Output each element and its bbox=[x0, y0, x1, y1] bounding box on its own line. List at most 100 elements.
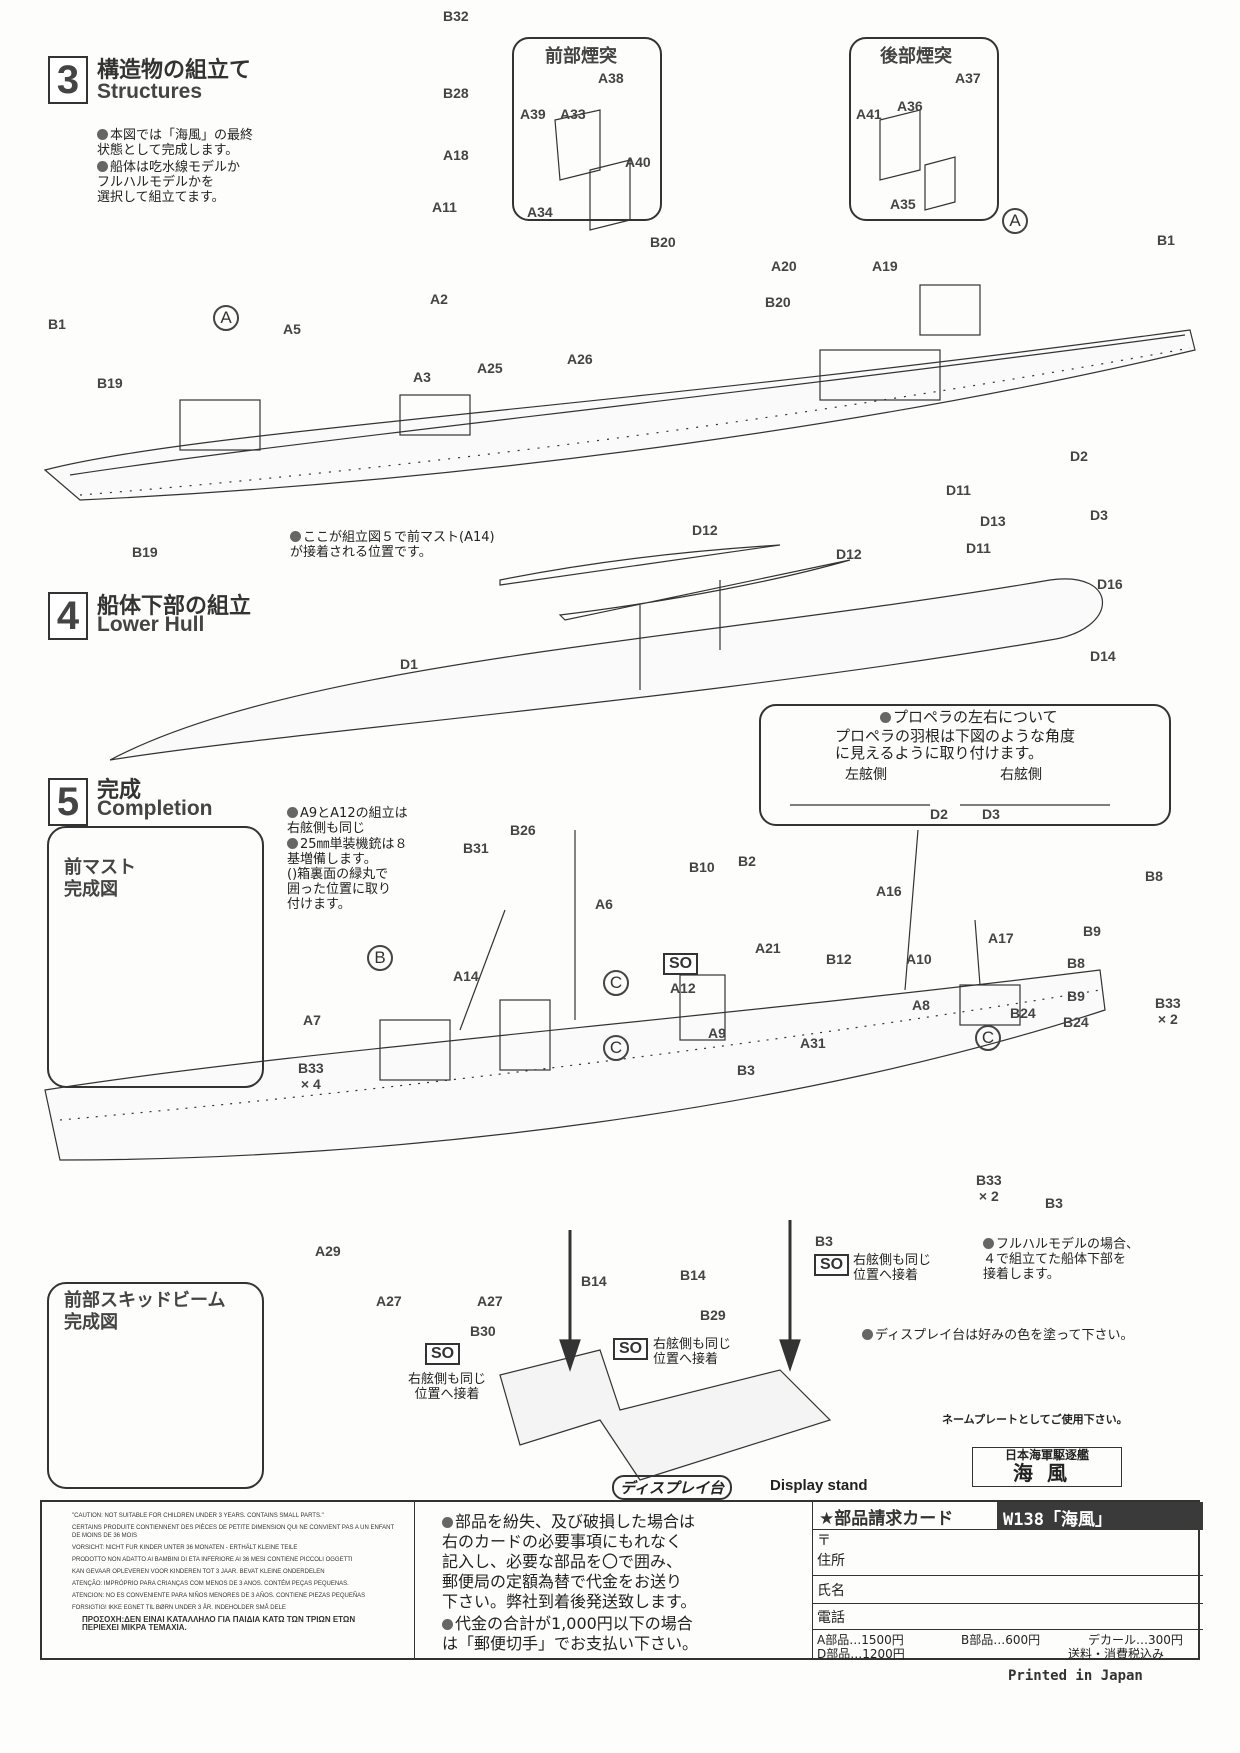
step-3-note-1: 本図では「海風」の最終 状態として完成します。 bbox=[97, 128, 254, 158]
part-label: D2 bbox=[930, 806, 948, 822]
ship-hull-upper bbox=[43, 329, 1196, 501]
part-label: B9 bbox=[1083, 923, 1101, 939]
part-label: B24 bbox=[1063, 1014, 1089, 1030]
safety-caution: "CAUTION: NOT SUITABLE FOR CHILDREN UNDE… bbox=[72, 1512, 402, 1636]
part-label: A38 bbox=[598, 70, 624, 86]
part-label: A27 bbox=[376, 1293, 402, 1309]
part-label: A27 bbox=[477, 1293, 503, 1309]
part-label: D16 bbox=[1097, 576, 1123, 592]
part-label: B1 bbox=[1157, 232, 1175, 248]
bullet-icon bbox=[97, 161, 108, 172]
part-label: A26 bbox=[567, 351, 593, 367]
caution-line: ATENCION: NO ES CONVENIENTE PARA NIÑOS M… bbox=[72, 1593, 366, 1599]
card-model: W138「海風」 bbox=[997, 1502, 1203, 1530]
gun-turret-aft bbox=[919, 284, 981, 336]
bullet-icon bbox=[287, 838, 298, 849]
part-label: B14 bbox=[581, 1273, 607, 1289]
part-label: A29 bbox=[315, 1243, 341, 1259]
step-4-number: 4 bbox=[48, 592, 88, 640]
step-4-title-jp: 船体下部の組立 bbox=[97, 594, 252, 619]
part-label: B1 bbox=[48, 316, 66, 332]
so-note: 右舷側も同じ 位置へ接着 bbox=[653, 1337, 732, 1367]
bullet-icon bbox=[97, 129, 108, 140]
part-label: B3 bbox=[815, 1233, 833, 1249]
price-d: D部品…1200円 bbox=[817, 1647, 905, 1661]
skid-beam-detail-box bbox=[47, 1282, 264, 1489]
part-label: B19 bbox=[97, 375, 123, 391]
nameplate-line-1: 日本海軍駆逐艦 bbox=[1004, 1448, 1089, 1462]
part-label: A35 bbox=[890, 196, 916, 212]
display-stand bbox=[499, 1349, 832, 1481]
part-label: A8 bbox=[912, 997, 930, 1013]
nameplate: 日本海軍駆逐艦 海風 bbox=[972, 1447, 1122, 1487]
address-label: 住所 bbox=[817, 1553, 845, 1569]
price-b: B部品…600円 bbox=[961, 1633, 1041, 1647]
caution-greek: ΠΡΟΣΟΧΗ:ΔΕΝ ΕΙΝΑΙ ΚΑΤΑΛΛΗΛΟ ΓΙΑ ΠΑΙΔΙΑ Κ… bbox=[82, 1615, 356, 1632]
address-field[interactable]: 〒 住所 bbox=[813, 1530, 1203, 1576]
printed-in-japan: Printed in Japan bbox=[1008, 1668, 1143, 1684]
part-label: A17 bbox=[988, 930, 1014, 946]
step-5-title-jp: 完成 bbox=[97, 778, 142, 803]
step-3-number: 3 bbox=[48, 56, 88, 104]
part-label: A37 bbox=[955, 70, 981, 86]
foremast-detail-box bbox=[47, 826, 264, 1088]
phone-field[interactable]: 電話 bbox=[813, 1604, 1203, 1630]
fullhull-note: フルハルモデルの場合、 ４で組立てた船体下部を 接着します。 bbox=[983, 1237, 1140, 1282]
step-3-title-en: Structures bbox=[97, 80, 203, 103]
part-label: A31 bbox=[800, 1035, 826, 1051]
caution-line: FORSIGTIG! IKKE EGNET TIL BØRN UNDER 3 Å… bbox=[72, 1605, 286, 1611]
part-label: A14 bbox=[453, 968, 479, 984]
part-label: A36 bbox=[897, 98, 923, 114]
port-side-label: 左舷側 bbox=[845, 767, 887, 783]
caution-line: "CAUTION: NOT SUITABLE FOR CHILDREN UNDE… bbox=[72, 1513, 324, 1519]
callout-a: A bbox=[1002, 208, 1028, 234]
divider bbox=[414, 1502, 415, 1658]
nameplate-note: ネームプレートとしてご使用下さい。 bbox=[942, 1413, 1128, 1426]
part-label: B20 bbox=[765, 294, 791, 310]
bullet-icon bbox=[880, 712, 891, 723]
front-funnel-box bbox=[512, 37, 662, 221]
part-label: B24 bbox=[1010, 1005, 1036, 1021]
caution-line: CERTAINS PRODUITE CONTIENNENT DES PIÈCES… bbox=[72, 1525, 395, 1539]
callout-b: B bbox=[367, 945, 393, 971]
part-label: A20 bbox=[771, 258, 797, 274]
parts-notice: 部品を紛失、及び破損した場合は 右のカードの必要事項にもれなく 記入し、必要な部… bbox=[442, 1512, 697, 1611]
part-label: A41 bbox=[856, 106, 882, 122]
rear-funnel-title: 後部煙突 bbox=[880, 46, 952, 67]
part-label: D11 bbox=[946, 482, 971, 498]
step-5-note-2: 25㎜単装機銃は８ 基増備します。 ()箱裏面の緑丸で 囲った位置に取り 付けま… bbox=[287, 837, 408, 912]
part-label: B12 bbox=[826, 951, 852, 967]
rear-funnel-box bbox=[849, 37, 999, 221]
parts-notice-2: 代金の合計が1,000円以下の場合 は「郵便切手」でお支払い下さい。 bbox=[442, 1614, 699, 1653]
so-badge: SO bbox=[814, 1254, 850, 1276]
part-label: B20 bbox=[650, 234, 676, 250]
part-label: B31 bbox=[463, 840, 489, 856]
propeller-note-title: プロペラの左右について bbox=[880, 709, 1058, 726]
part-label: A11 bbox=[432, 199, 457, 215]
bilge-keel bbox=[558, 559, 851, 621]
part-label: A33 bbox=[560, 106, 586, 122]
caution-line: PRODOTTO NON ADATTO AI BAMBINI DI ETA IN… bbox=[72, 1557, 353, 1563]
part-label: D2 bbox=[1070, 448, 1088, 464]
price-a: A部品…1500円 bbox=[817, 1633, 904, 1647]
ship-hull-complete bbox=[44, 969, 1106, 1161]
part-label: B10 bbox=[689, 859, 715, 875]
part-label: A7 bbox=[303, 1012, 321, 1028]
part-label: B9 bbox=[1067, 988, 1085, 1004]
step-5-note-1: A9とA12の組立は 右舷側も同じ bbox=[287, 806, 408, 836]
part-label: A16 bbox=[876, 883, 902, 899]
part-label: B32 bbox=[443, 8, 469, 24]
so-note: 右舷側も同じ 位置へ接着 bbox=[408, 1372, 487, 1402]
part-label: B14 bbox=[680, 1267, 706, 1283]
price-decal: デカール…300円 bbox=[1088, 1633, 1183, 1647]
so-badge: SO bbox=[613, 1338, 649, 1360]
callout-c: C bbox=[975, 1025, 1001, 1051]
part-label: A40 bbox=[625, 154, 651, 170]
part-label: A34 bbox=[527, 204, 553, 220]
part-label: B3 bbox=[1045, 1195, 1063, 1211]
mast-position-note: ここが組立図５で前マスト(A14) が接着される位置です。 bbox=[290, 530, 495, 560]
footer-panel: "CAUTION: NOT SUITABLE FOR CHILDREN UNDE… bbox=[40, 1500, 1203, 1661]
name-field[interactable]: 氏名 bbox=[813, 1576, 1203, 1604]
name-label: 氏名 bbox=[817, 1583, 845, 1599]
